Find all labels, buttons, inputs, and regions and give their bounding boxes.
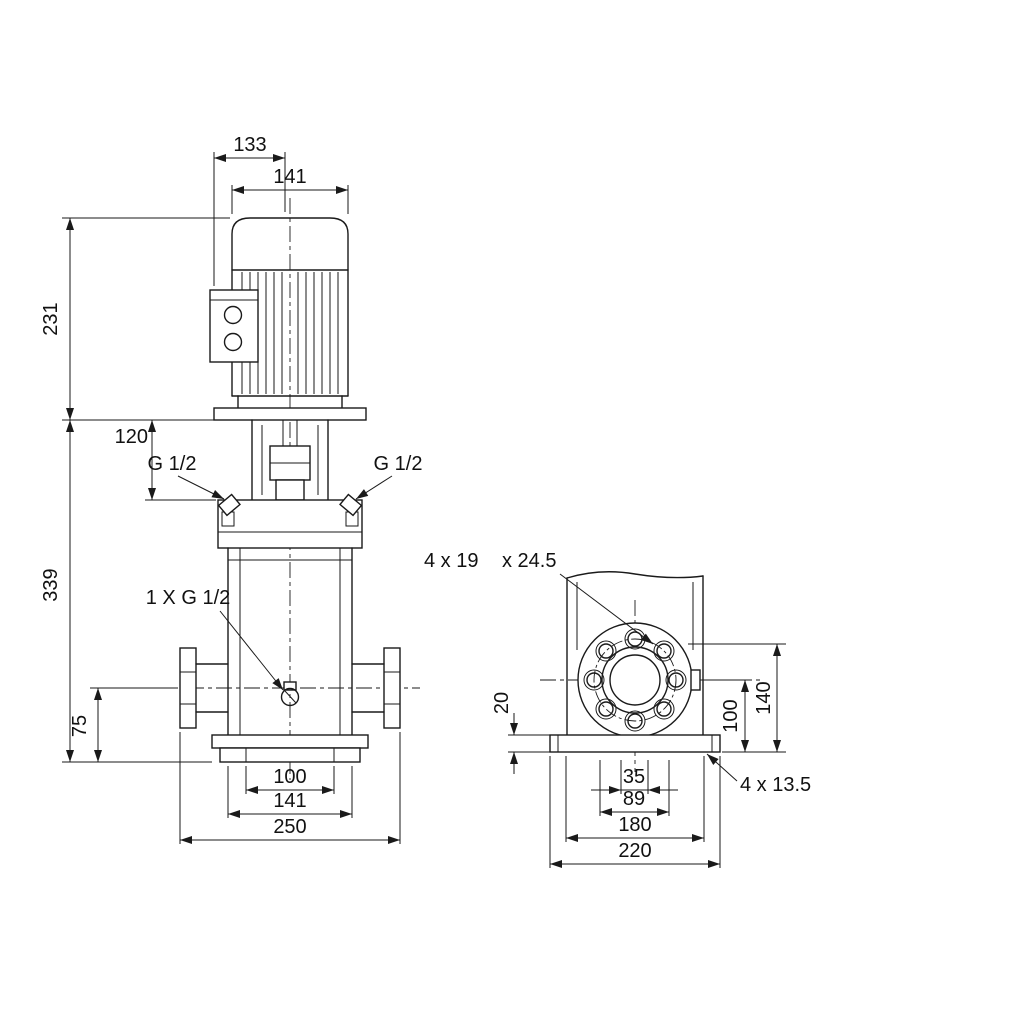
- dim-width-180: 180: [618, 814, 651, 836]
- label-drain: 1 X G 1/2: [146, 587, 231, 609]
- label-flange-holes: 4 x 19: [424, 550, 478, 572]
- dim-motor-height: 231: [40, 302, 62, 335]
- label-base-holes: 4 x 13.5: [740, 774, 811, 796]
- dim-motor-top-width: 133: [233, 134, 266, 156]
- right-port-flange: [351, 647, 401, 729]
- dim-height-140: 140: [753, 681, 775, 714]
- label-flange-spotface: x 24.5: [502, 550, 556, 572]
- terminal-box: [209, 289, 259, 363]
- dim-height-100: 100: [720, 699, 742, 732]
- drain-plug: [280, 681, 300, 707]
- dim-port-to-port-250: 250: [273, 816, 306, 838]
- label-vent-left: G 1/2: [148, 453, 197, 475]
- bolt-circle: [593, 638, 677, 722]
- left-port-flange: [179, 647, 229, 729]
- label-vent-right: G 1/2: [374, 453, 423, 475]
- coupling-section: [251, 419, 329, 501]
- dim-width-220: 220: [618, 840, 651, 862]
- side-dimensions: 4 x 19 x 24.5 20 100 140 35: [424, 550, 811, 868]
- dim-width-35: 35: [623, 766, 645, 788]
- vent-plug-right: [339, 493, 363, 517]
- front-view: 133 141 231 120 339 75 G 1/2: [40, 134, 422, 844]
- dim-port-height: 75: [69, 715, 91, 737]
- base-plate-front: [211, 734, 369, 763]
- dim-base-141: 141: [273, 790, 306, 812]
- side-casing: [566, 571, 704, 736]
- side-view: 4 x 19 x 24.5 20 100 140 35: [424, 550, 811, 868]
- front-dimensions: 133 141 231 120 339 75 G 1/2: [40, 134, 422, 844]
- base-plate-side: [549, 734, 721, 753]
- vent-plug-left: [217, 493, 241, 517]
- dim-motor-width: 141: [273, 166, 306, 188]
- side-flange: [577, 622, 701, 738]
- cable-gland-top: [223, 305, 243, 325]
- dim-pump-height: 339: [40, 568, 62, 601]
- gauge-tap: [690, 669, 701, 691]
- dim-base-100: 100: [273, 766, 306, 788]
- dim-base-thickness: 20: [491, 692, 513, 714]
- cable-gland-bottom: [223, 332, 243, 352]
- chamber-stack: [227, 547, 353, 736]
- dim-width-89: 89: [623, 788, 645, 810]
- dim-head-height: 120: [115, 426, 148, 448]
- flange-bolt-holes: [583, 628, 687, 732]
- pump-head: [217, 493, 363, 549]
